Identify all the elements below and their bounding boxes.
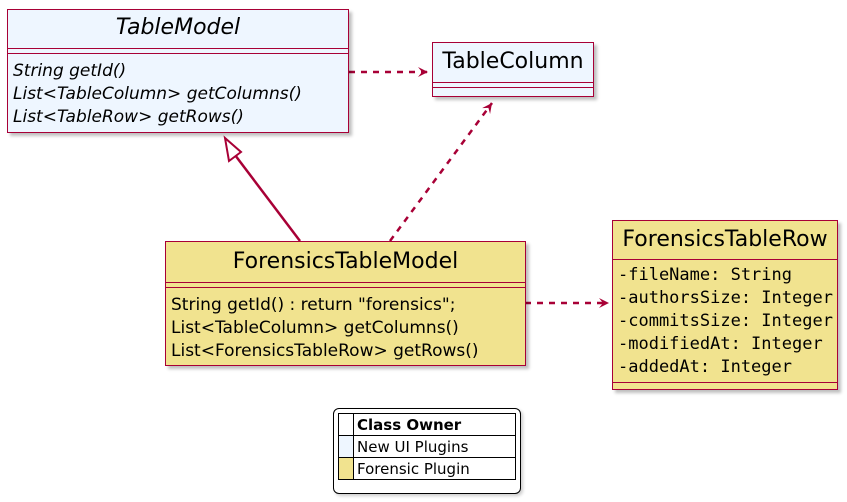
class-forensicstablerow-method-section <box>613 382 837 383</box>
legend: Class Owner New UI Plugins Forensic Plug… <box>333 408 521 494</box>
class-tablemodel-name: TableModel <box>115 15 241 40</box>
method-getid: String getId() : return "forensics"; <box>171 295 456 315</box>
class-tablecolumn-attribute-section <box>433 82 593 88</box>
class-forensicstablerow: ForensicsTableRow -fileName: String -aut… <box>612 220 838 390</box>
class-tablemodel-attribute-section <box>8 48 348 54</box>
legend-header-swatch <box>338 413 354 436</box>
method-getcolumns: List<TableColumn> getColumns() <box>13 84 302 104</box>
inheritance-line <box>234 154 301 242</box>
class-tablemodel: TableModel String getId() List<TableColu… <box>7 9 349 133</box>
field-modifiedat: -modifiedAt: Integer <box>618 334 823 354</box>
field-addedat: -addedAt: Integer <box>618 357 792 377</box>
legend-header-row: Class Owner <box>338 413 516 436</box>
legend-table: Class Owner New UI Plugins Forensic Plug… <box>338 413 516 480</box>
class-forensicstablemodel-name: ForensicsTableModel <box>232 249 459 274</box>
class-tablecolumn-name: TableColumn <box>442 49 584 74</box>
class-forensicstablemodel: ForensicsTableModel String getId() : ret… <box>165 241 526 366</box>
legend-label-forensic: Forensic Plugin <box>353 457 516 480</box>
method-getrows: List<ForensicsTableRow> getRows() <box>171 341 479 361</box>
legend-swatch-forensic <box>338 457 354 480</box>
legend-label-new-ui: New UI Plugins <box>353 435 516 458</box>
field-authorssize: -authorsSize: Integer <box>618 288 833 308</box>
inheritance-arrowhead <box>223 135 243 163</box>
class-forensicstablerow-name: ForensicsTableRow <box>622 227 828 252</box>
legend-item: Forensic Plugin <box>338 457 516 480</box>
class-forensicstablemodel-attribute-section <box>166 282 525 288</box>
legend-swatch-new-ui <box>338 435 354 458</box>
legend-header: Class Owner <box>353 413 516 436</box>
dependency-arrow-forensicsmodel-tablecolumn <box>388 102 494 242</box>
legend-item: New UI Plugins <box>338 435 516 458</box>
method-getid: String getId() <box>13 61 127 81</box>
field-commitssize: -commitsSize: Integer <box>618 311 833 331</box>
class-tablecolumn: TableColumn <box>432 42 594 97</box>
method-getrows: List<TableRow> getRows() <box>13 107 244 127</box>
field-filename: -fileName: String <box>618 265 792 285</box>
method-getcolumns: List<TableColumn> getColumns() <box>171 318 459 338</box>
